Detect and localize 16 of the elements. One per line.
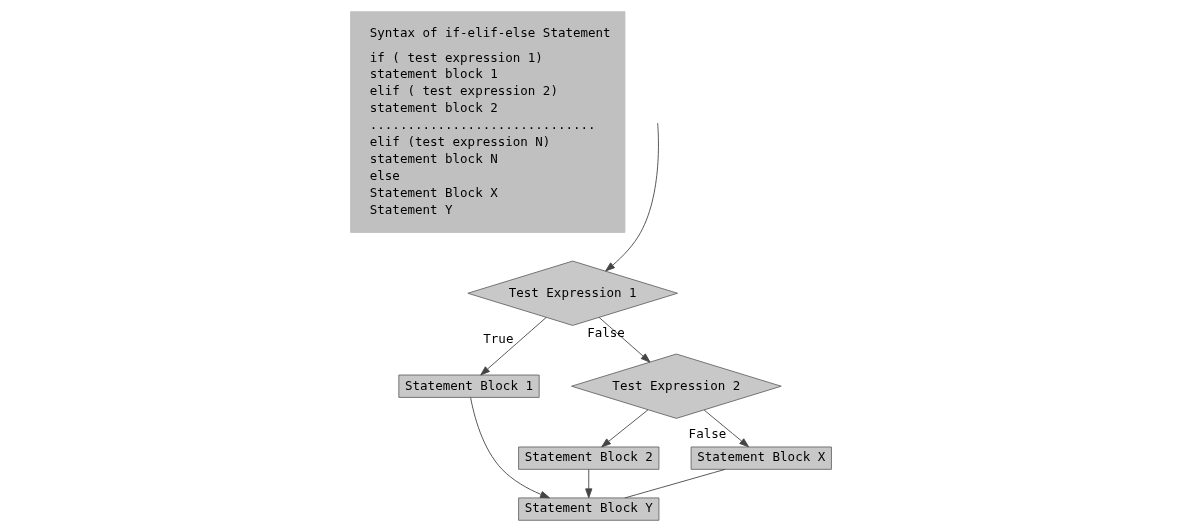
node-box: Statement Block 2	[518, 446, 660, 470]
edge-label: True	[483, 330, 514, 346]
arrow	[585, 469, 593, 499]
arrow	[601, 409, 649, 448]
node-box: Statement Block X	[690, 446, 832, 470]
node-box: Syntax of if-elif-else Statement if ( test expression 1) statement block 1 elif ( test expression 2) statement block 2 .............................. elif (test expression N) statement block N else Statement Block X Statement Y	[350, 11, 626, 233]
arrow	[605, 122, 659, 272]
node-box: Statement Block Y	[518, 497, 660, 521]
node-box: Statement Block 1	[398, 374, 540, 398]
edge-label: False	[587, 324, 625, 340]
edge-label: False	[688, 426, 727, 442]
arrow	[598, 316, 651, 363]
connector	[624, 468, 726, 499]
arrow	[703, 409, 750, 448]
arrow	[470, 397, 550, 499]
arrow	[480, 316, 547, 376]
